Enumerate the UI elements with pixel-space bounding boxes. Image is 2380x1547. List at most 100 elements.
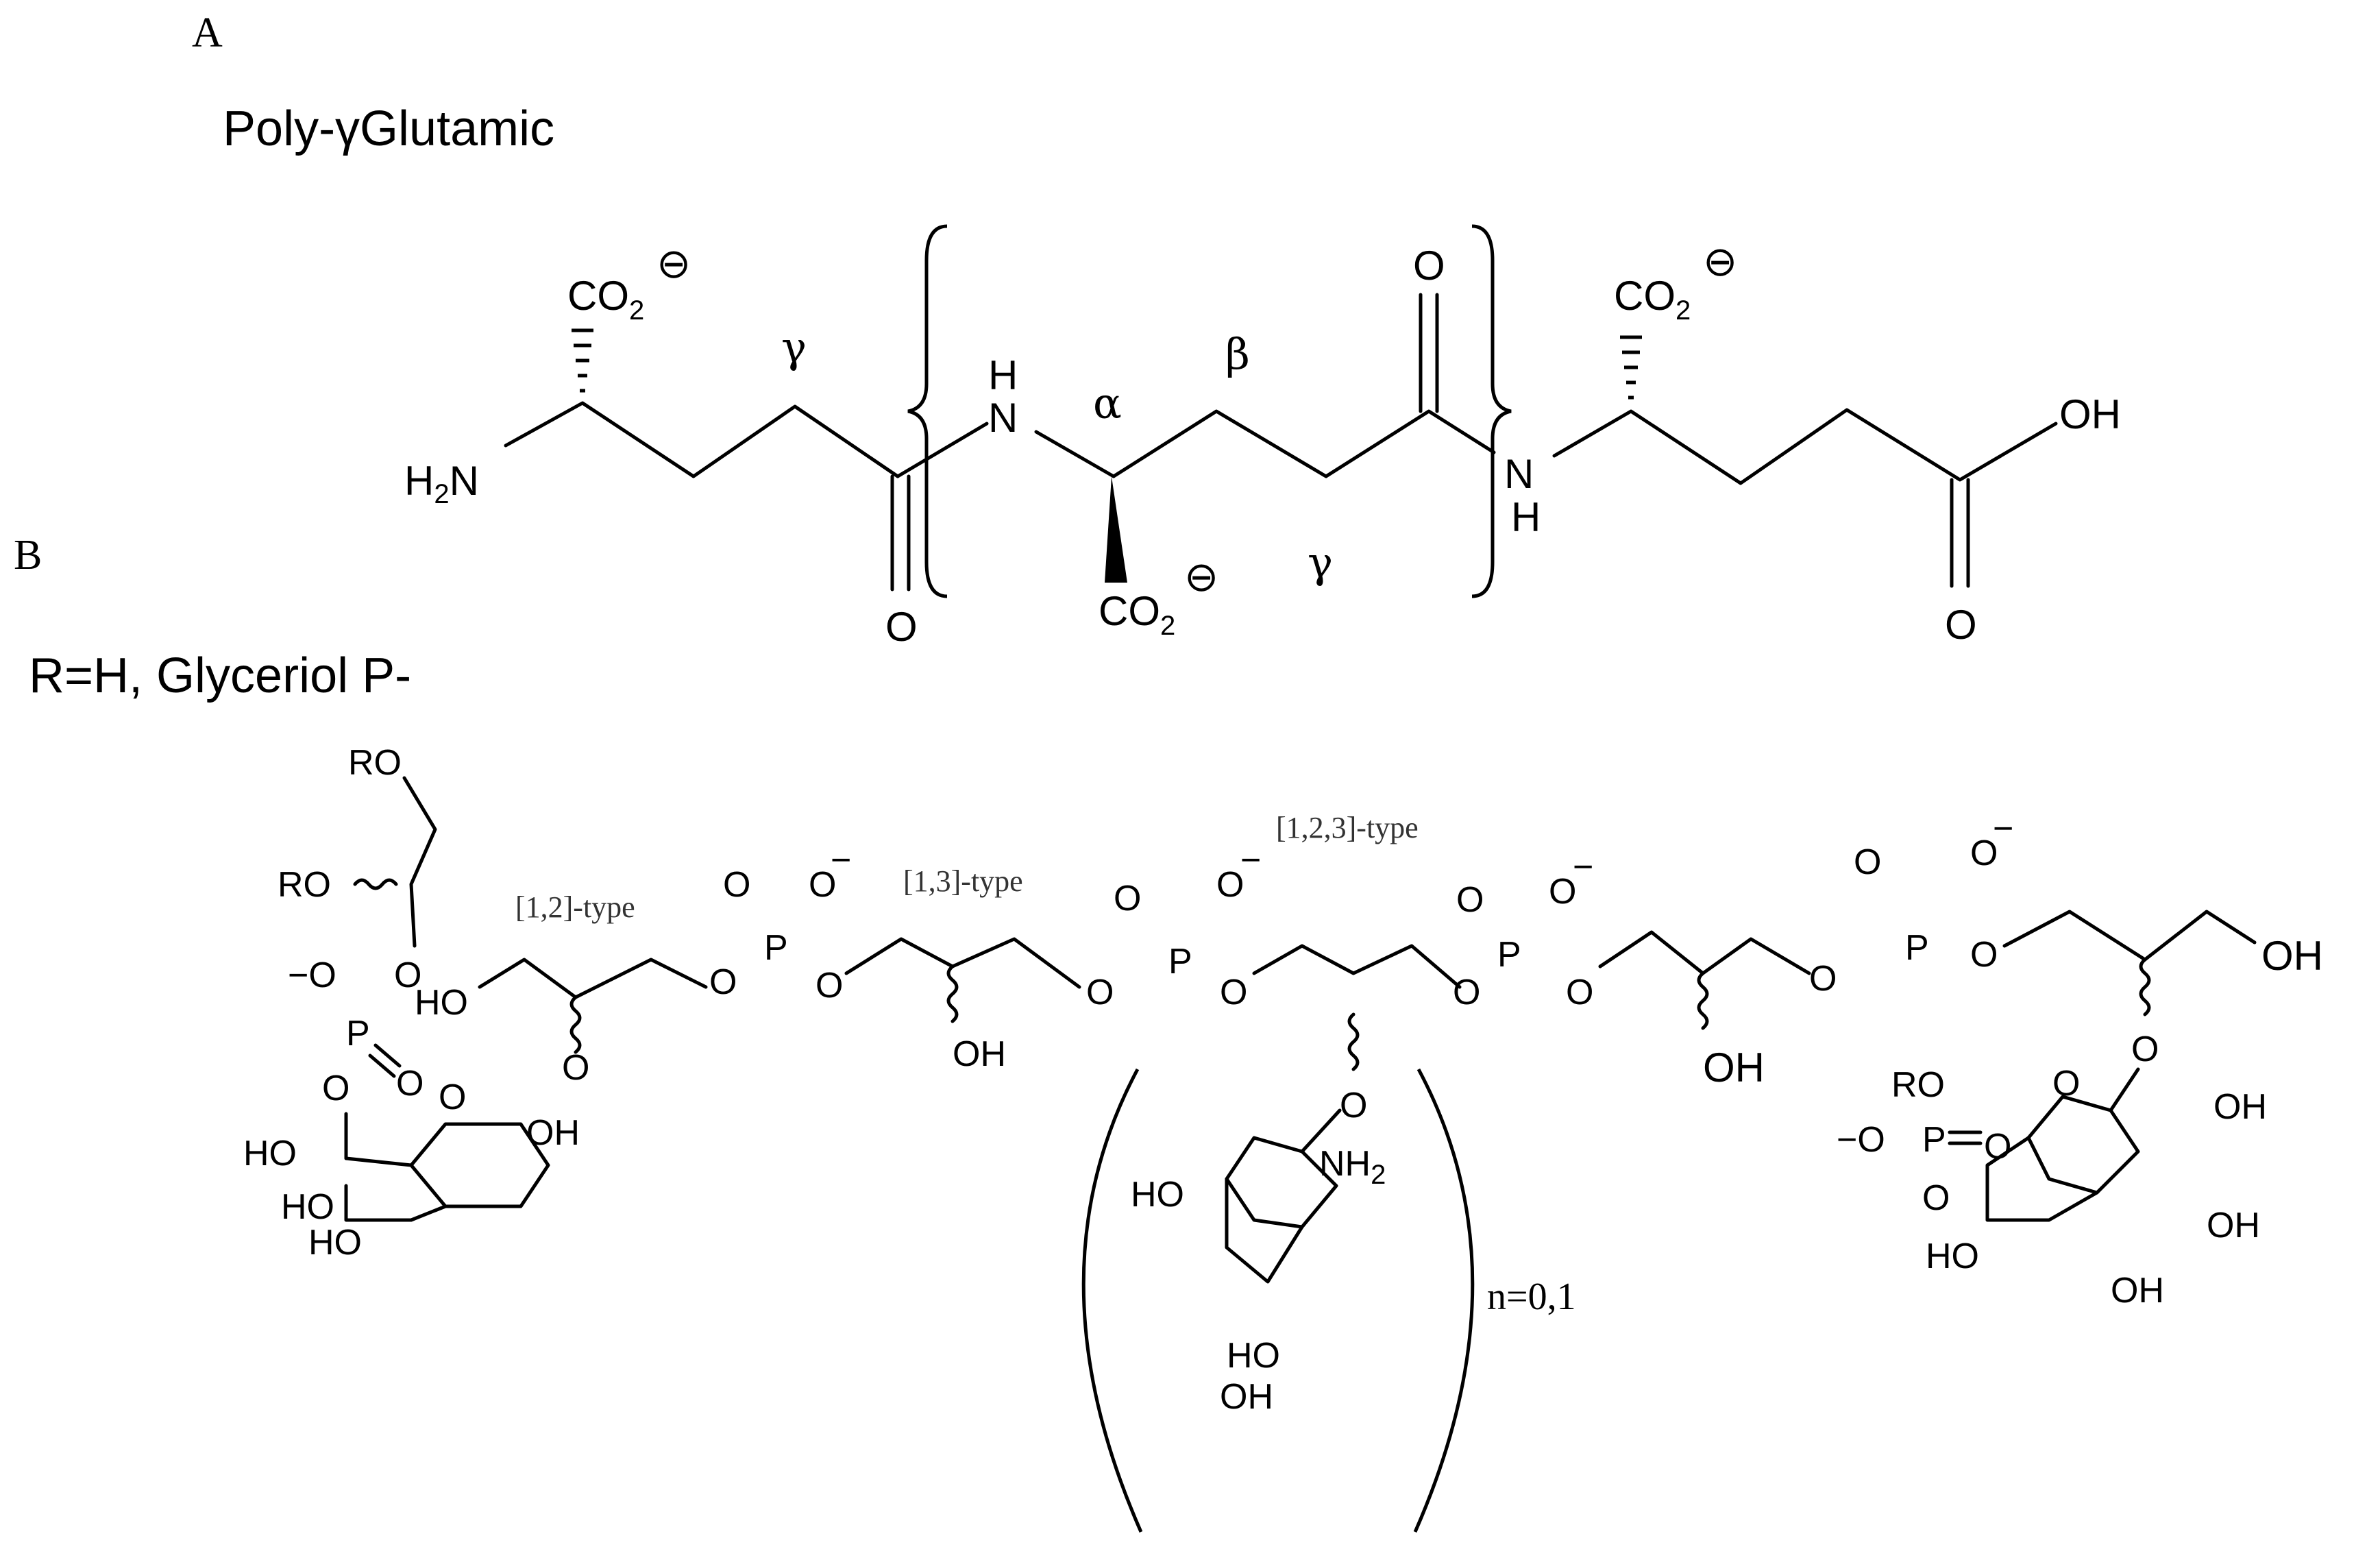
o-minus-label: O [809, 865, 836, 905]
left-ring-bond [344, 1112, 550, 1208]
right-chain-bond [1552, 408, 2058, 485]
o-minus-label: O [1549, 872, 1576, 912]
p-label: P [764, 928, 788, 968]
left-ring-bond [344, 1184, 447, 1222]
ro-2-label: RO [278, 865, 331, 905]
co2-left-label: CO2 [567, 273, 644, 326]
o-label: O [723, 865, 750, 905]
wavy-bond [946, 964, 959, 1023]
oh-label: OH [2261, 933, 2323, 979]
type-label-1-2-3: [1,2,3]-type [1276, 811, 1419, 844]
o-minus-label: O [1970, 833, 1998, 873]
o-label: O [562, 1048, 589, 1088]
o-label: O [1340, 1086, 1367, 1125]
oh-label: OH [2059, 391, 2121, 437]
o-label: O [1566, 973, 1593, 1012]
panel-a-label: A [192, 10, 223, 56]
backbone-bond [844, 937, 1081, 989]
o-label: O [1456, 880, 1484, 920]
p-label: P [346, 1014, 370, 1053]
hashed-wedge-left [572, 328, 593, 393]
oh-label: OH [2111, 1271, 2164, 1311]
nh-bottom-n: N [1504, 451, 1534, 497]
o-label: O [1453, 973, 1480, 1012]
glucosamine-repeat: O NH2 HO HO OH n=0,1 [1081, 1012, 1576, 1533]
left-chain-bond [504, 401, 900, 478]
ho-label: HO [1926, 1237, 1979, 1276]
charge-mid-icon: ⊖ [1184, 554, 1218, 600]
wavy-bond-left [353, 878, 398, 890]
o-label: O [1086, 973, 1114, 1012]
ho-label: HO [1131, 1175, 1184, 1215]
h2n-label: H2N [404, 458, 479, 509]
p-label: P [1497, 935, 1521, 975]
p-o-bond [368, 1053, 396, 1078]
o-label: O [439, 1077, 466, 1117]
panel-b-label: B [14, 532, 42, 578]
backbone-bond [1252, 944, 1462, 989]
right-ring-bond [1985, 1136, 2099, 1222]
parenthesis-right [1413, 1068, 1475, 1533]
charge-left-icon: ⊖ [657, 241, 691, 287]
glutamate-right-residue: N H CO2 ⊖ O OH [1504, 239, 2121, 648]
minus-label: − [1240, 840, 1261, 880]
amide-bond-left [896, 422, 989, 478]
o-label: O [322, 1069, 349, 1108]
o-label: O [1809, 959, 1837, 999]
bracket-right [1471, 224, 1512, 598]
middle-ring-bond [1225, 1108, 1342, 1229]
ro-1-label: RO [348, 743, 402, 783]
alpha-label: α [1093, 378, 1122, 428]
minus-label: − [831, 840, 851, 880]
o-label: O [2052, 1064, 2080, 1104]
left-glycerol-branch: RO RO O −O P O O [278, 743, 437, 1108]
repeat-chain-bond [1034, 409, 1496, 478]
panel-a: A Poly-γGlutamic H2N CO2 ⊖ γ O [192, 10, 2121, 650]
ho-label: HO [281, 1187, 334, 1227]
oh-label: OH [2207, 1206, 2260, 1245]
o-label: O [1922, 1178, 1950, 1218]
type-label-1-2: [1,2]-type [515, 890, 635, 924]
o-top-label: O [1413, 243, 1445, 289]
p-label: P [1168, 942, 1192, 982]
wavy-bond [569, 995, 582, 1054]
p-o-bond [373, 1043, 402, 1068]
minus-o-label: −O [288, 955, 336, 995]
co2-right-label: CO2 [1614, 273, 1691, 326]
o-minus-label: O [1216, 865, 1244, 905]
o-label: O [1984, 1127, 2011, 1167]
oh-label: OH [1703, 1045, 1765, 1091]
repeat-count-label: n=0,1 [1487, 1276, 1576, 1318]
glutamate-left-residue: H2N CO2 ⊖ γ O [404, 241, 989, 650]
bracket-left [907, 224, 948, 598]
repeat-unit: H N CO2 ⊖ α β γ O [988, 243, 1496, 641]
o-label: O [394, 955, 421, 995]
o-label: O [709, 962, 737, 1002]
right-ring-bond [2026, 1067, 2140, 1195]
nh-top-h: H [988, 352, 1018, 398]
o-right-label: O [1945, 602, 1977, 648]
ho-label: HO [415, 983, 468, 1023]
nh-top-n: N [988, 395, 1018, 441]
p-label: P [1905, 928, 1929, 968]
panel-b: B R=H, Glyceriol P- [1,2]-type [1,3]-typ… [14, 532, 2323, 1533]
gamma-left-label: γ [781, 322, 807, 372]
panel-a-title: Poly-γGlutamic [223, 101, 554, 156]
hashed-wedge-right [1620, 335, 1642, 400]
type-label-1-3: [1,3]-type [903, 864, 1023, 898]
o-label: O [1114, 879, 1141, 918]
o-label: O [1854, 842, 1881, 882]
teichoic-backbone: HO O P O O − O OH O P O O − O O P O O − … [415, 809, 2323, 1091]
co2-mid-label: CO2 [1099, 588, 1175, 641]
charge-right-icon: ⊖ [1703, 239, 1737, 284]
oh-label: OH [1220, 1377, 1273, 1417]
minus-label: − [1993, 809, 2013, 849]
minus-label: − [1573, 847, 1593, 887]
ro-3-label: RO [1891, 1065, 1945, 1105]
wavy-bond [2139, 958, 2151, 1016]
panel-b-title: R=H, Glyceriol P- [29, 648, 411, 703]
ho-label: HO [1227, 1336, 1280, 1376]
wavy-bond [1347, 1012, 1360, 1071]
oh-label: OH [953, 1034, 1006, 1074]
o-label: O [1970, 935, 1998, 975]
